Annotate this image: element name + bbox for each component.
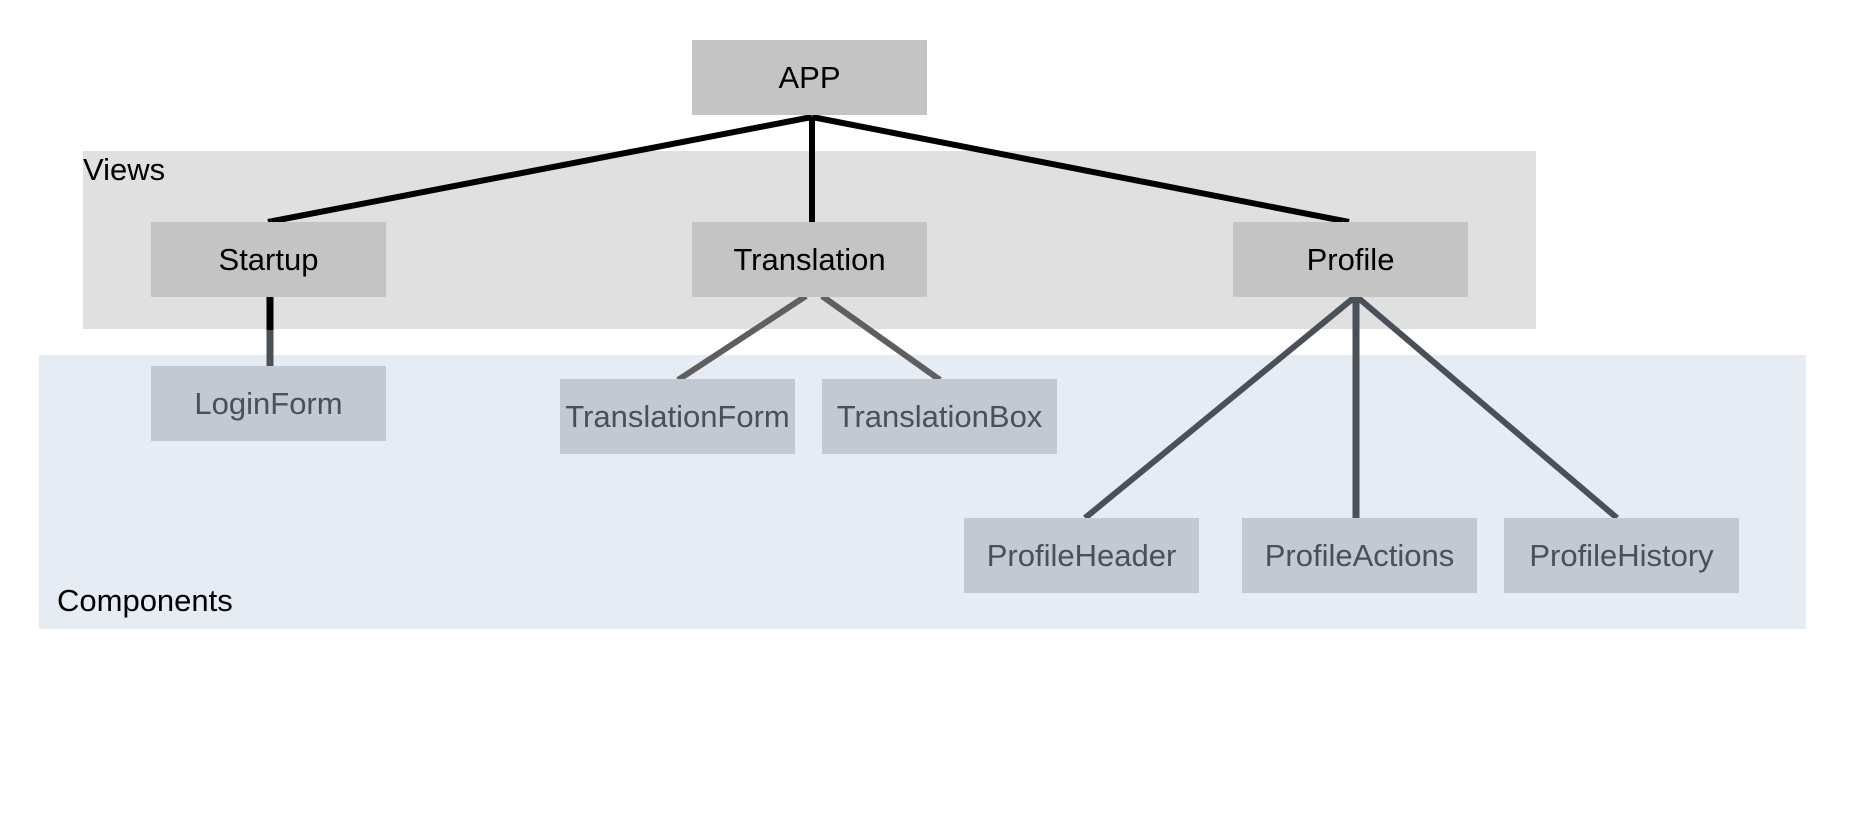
translationform-node: TranslationForm <box>560 379 795 454</box>
edge-translation-translationbox <box>820 293 942 383</box>
profileactions-node: ProfileActions <box>1242 518 1477 593</box>
profile-node: Profile <box>1233 222 1468 297</box>
profilehistory-node: ProfileHistory <box>1504 518 1739 593</box>
edge-translation-translationform <box>676 293 808 383</box>
views-label: Views <box>83 152 166 187</box>
edge-app-startup <box>267 114 813 225</box>
components-label: Components <box>57 583 233 618</box>
translation-node: Translation <box>692 222 927 297</box>
startup-node: Startup <box>151 222 386 297</box>
translationbox-node: TranslationBox <box>822 379 1057 454</box>
profileheader-node: ProfileHeader <box>964 518 1199 593</box>
edge-profile-profilehistory <box>1354 293 1619 521</box>
edge-app-profile <box>811 114 1350 225</box>
loginform-node: LoginForm <box>151 366 386 441</box>
app-node: APP <box>692 40 927 115</box>
edge-profile-profileheader <box>1083 293 1358 521</box>
